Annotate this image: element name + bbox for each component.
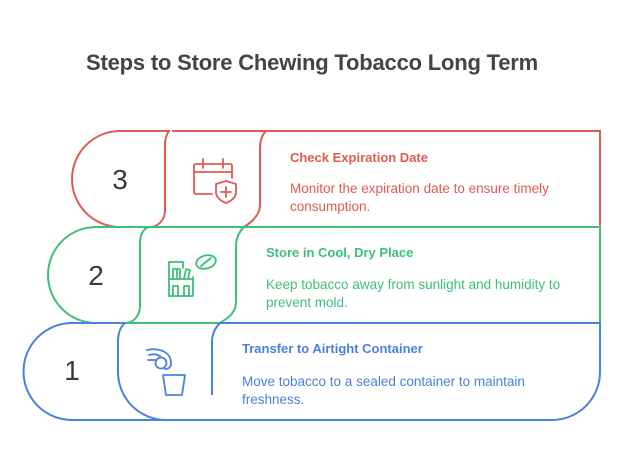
step-1-number: 1 <box>64 355 80 386</box>
diagram-title: Steps to Store Chewing Tobacco Long Term <box>86 50 538 75</box>
step-1-shape <box>22 322 601 421</box>
shelf-leaf-icon <box>166 250 220 305</box>
hand-container-icon <box>145 347 191 402</box>
step-3-number-pill <box>71 130 171 228</box>
step-3-description: Monitor the expiration date to ensure ti… <box>290 181 549 214</box>
step-1-text-panel <box>160 322 601 421</box>
step-3-number: 3 <box>112 164 128 195</box>
step-2-number: 2 <box>88 260 104 291</box>
step-3-title: Check Expiration Date <box>290 150 428 165</box>
step-1-icon-block <box>117 322 167 421</box>
step-2-icon-block <box>125 226 247 324</box>
calendar-shield-icon <box>190 156 240 211</box>
step-1-description: Move tobacco to a sealed container to ma… <box>242 374 525 407</box>
step-1-title: Transfer to Airtight Container <box>242 341 423 356</box>
step-1-icon-block-right <box>211 322 221 343</box>
step-2-title: Store in Cool, Dry Place <box>266 245 414 260</box>
step-2-description: Keep tobacco away from sunlight and humi… <box>266 277 561 310</box>
step-1-number-pill <box>22 322 160 421</box>
step-3-icon-block <box>150 130 269 228</box>
step-2-number-pill <box>47 226 151 324</box>
